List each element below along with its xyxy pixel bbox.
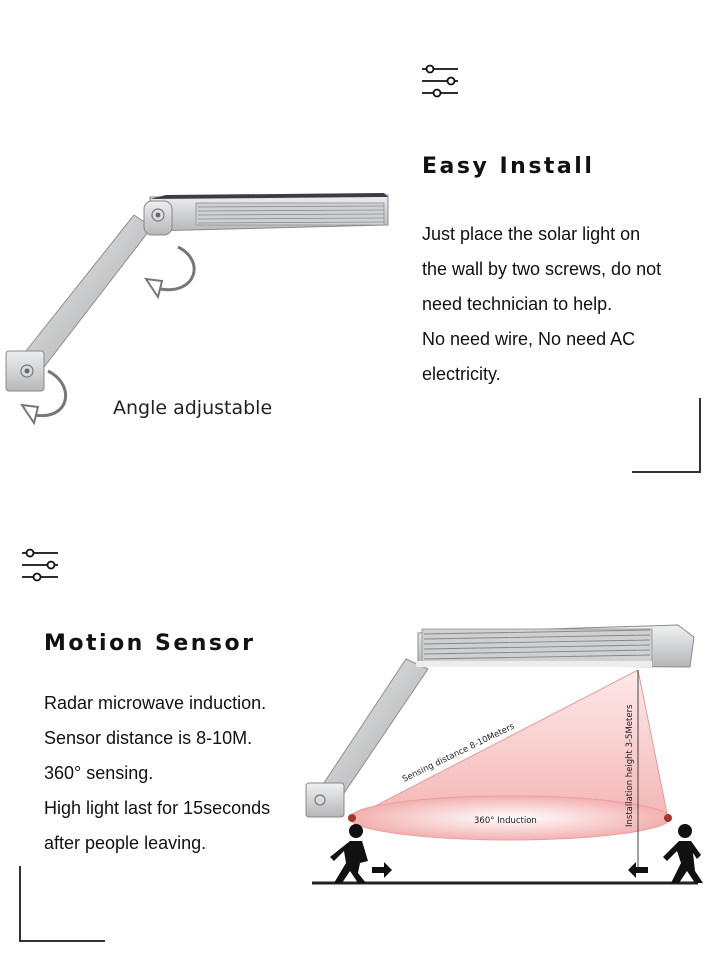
lamp-illustration-adjustable [5, 193, 389, 426]
corner-bracket [19, 866, 105, 942]
sensor-description: Radar microwave induction. Sensor distan… [44, 686, 270, 861]
corner-bracket [632, 398, 701, 473]
install-line: the wall by two screws, do not [422, 259, 662, 279]
sliders-icon [22, 548, 58, 582]
sensor-line: Sensor distance is 8-10M. [44, 728, 253, 748]
install-line: electricity. [422, 364, 501, 384]
sensor-line: High light last for 15seconds [44, 798, 271, 818]
install-line: Just place the solar light on [422, 224, 641, 244]
sensor-line: Radar microwave induction. [44, 693, 267, 713]
install-description: Just place the solar light on the wall b… [422, 217, 661, 392]
induction-label: 360° Induction [474, 816, 537, 826]
installation-height-label: Installation height 3-5Meters [625, 704, 635, 827]
install-line: No need wire, No need AC [422, 329, 636, 349]
install-title: Easy Install [422, 154, 595, 179]
sliders-icon [422, 64, 458, 98]
sensor-line: 360° sensing. [44, 763, 154, 783]
sensor-line: after people leaving. [44, 833, 207, 853]
motion-sensor-illustration: Sensing distance 8-10Meters Installation… [305, 624, 703, 885]
install-line: need technician to help. [422, 294, 613, 314]
sensor-title: Motion Sensor [44, 631, 256, 656]
angle-caption: Angle adjustable [113, 397, 273, 419]
